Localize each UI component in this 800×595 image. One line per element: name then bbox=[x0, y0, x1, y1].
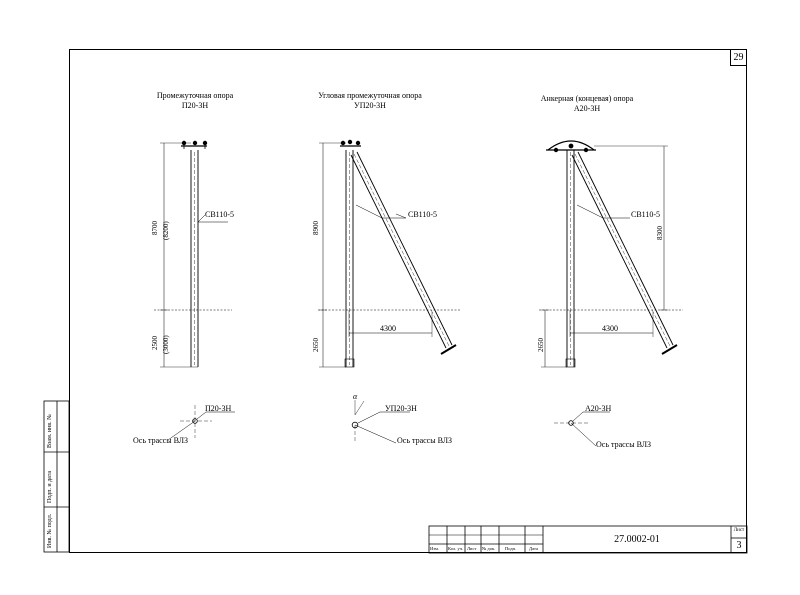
support-2-title-line2: УП20-3Н bbox=[354, 101, 386, 110]
rev-col-count: Кол. уч. bbox=[448, 546, 464, 551]
support-2-angle-symbol: α bbox=[353, 392, 358, 401]
support-1-title-line2: П20-3Н bbox=[181, 101, 209, 110]
support-2-height-above: 8900 bbox=[312, 221, 320, 235]
support-1-title: Промежуточная опора П20-3Н bbox=[133, 91, 257, 111]
support-1-drawing bbox=[154, 140, 235, 441]
support-3-title-line1: Анкерная (концевая) опора bbox=[540, 94, 634, 103]
support-2-strut-span: 4300 bbox=[380, 324, 396, 333]
stamp-inv-orig: Инв. № подл. bbox=[47, 513, 53, 548]
support-1-axis-label: Ось трассы ВЛЗ bbox=[133, 436, 189, 445]
drawing-frame bbox=[69, 49, 747, 553]
support-2-axis-label: Ось трассы ВЛЗ bbox=[397, 436, 453, 445]
support-3-height-above: 8300 bbox=[656, 226, 664, 240]
support-2-pole-label: СВ110-5 bbox=[408, 210, 438, 219]
doc-code: 27.0002-01 bbox=[614, 534, 660, 545]
sheet-number: 3 bbox=[736, 540, 742, 551]
support-2-plan-label: УП20-3Н bbox=[385, 404, 417, 413]
support-1-height-above: 8700 bbox=[151, 221, 159, 235]
rev-col-sheet: Лист bbox=[467, 546, 477, 551]
stamp-inv-replace: Взам. инв. № bbox=[47, 414, 53, 448]
sheet-label: Лист bbox=[733, 528, 745, 533]
support-3-plan-label: А20-3Н bbox=[585, 404, 612, 413]
support-1-pole-label: СВ110-5 bbox=[205, 210, 235, 219]
title-block-grid bbox=[428, 525, 748, 554]
support-3-height-below: 2650 bbox=[537, 338, 545, 352]
support-3-strut-span: 4300 bbox=[602, 324, 618, 333]
rev-col-sign: Подп. bbox=[505, 546, 517, 551]
support-3-title: Анкерная (концевая) опора А20-3Н bbox=[522, 94, 652, 114]
support-1-height-above-alt: (8200) bbox=[162, 221, 170, 240]
support-1-height-below-alt: (3000) bbox=[162, 335, 170, 354]
rev-col-date: Дата bbox=[529, 546, 538, 551]
support-3-axis-label: Ось трассы ВЛЗ bbox=[596, 440, 652, 449]
support-1-title-line1: Промежуточная опора bbox=[156, 91, 234, 100]
support-3-title-line2: А20-3Н bbox=[573, 104, 601, 113]
rev-col-change: Изм. bbox=[430, 546, 439, 551]
support-2-title: Угловая промежуточная опора УП20-3Н bbox=[305, 91, 435, 111]
left-stamp-grid bbox=[43, 400, 70, 553]
support-3-drawing bbox=[539, 140, 683, 447]
stamp-sign-date: Подп. и дата bbox=[47, 470, 53, 503]
support-1-plan-label: П20-3Н bbox=[205, 404, 232, 413]
support-2-height-below: 2650 bbox=[312, 338, 320, 352]
support-1-height-below: 2500 bbox=[151, 336, 159, 350]
support-3-pole-label: СВ110-5 bbox=[631, 210, 661, 219]
support-2-drawing bbox=[318, 139, 461, 444]
rev-col-doc: № док. bbox=[482, 546, 496, 551]
top-page-number: 29 bbox=[730, 49, 747, 66]
support-2-title-line1: Угловая промежуточная опора bbox=[318, 91, 422, 100]
